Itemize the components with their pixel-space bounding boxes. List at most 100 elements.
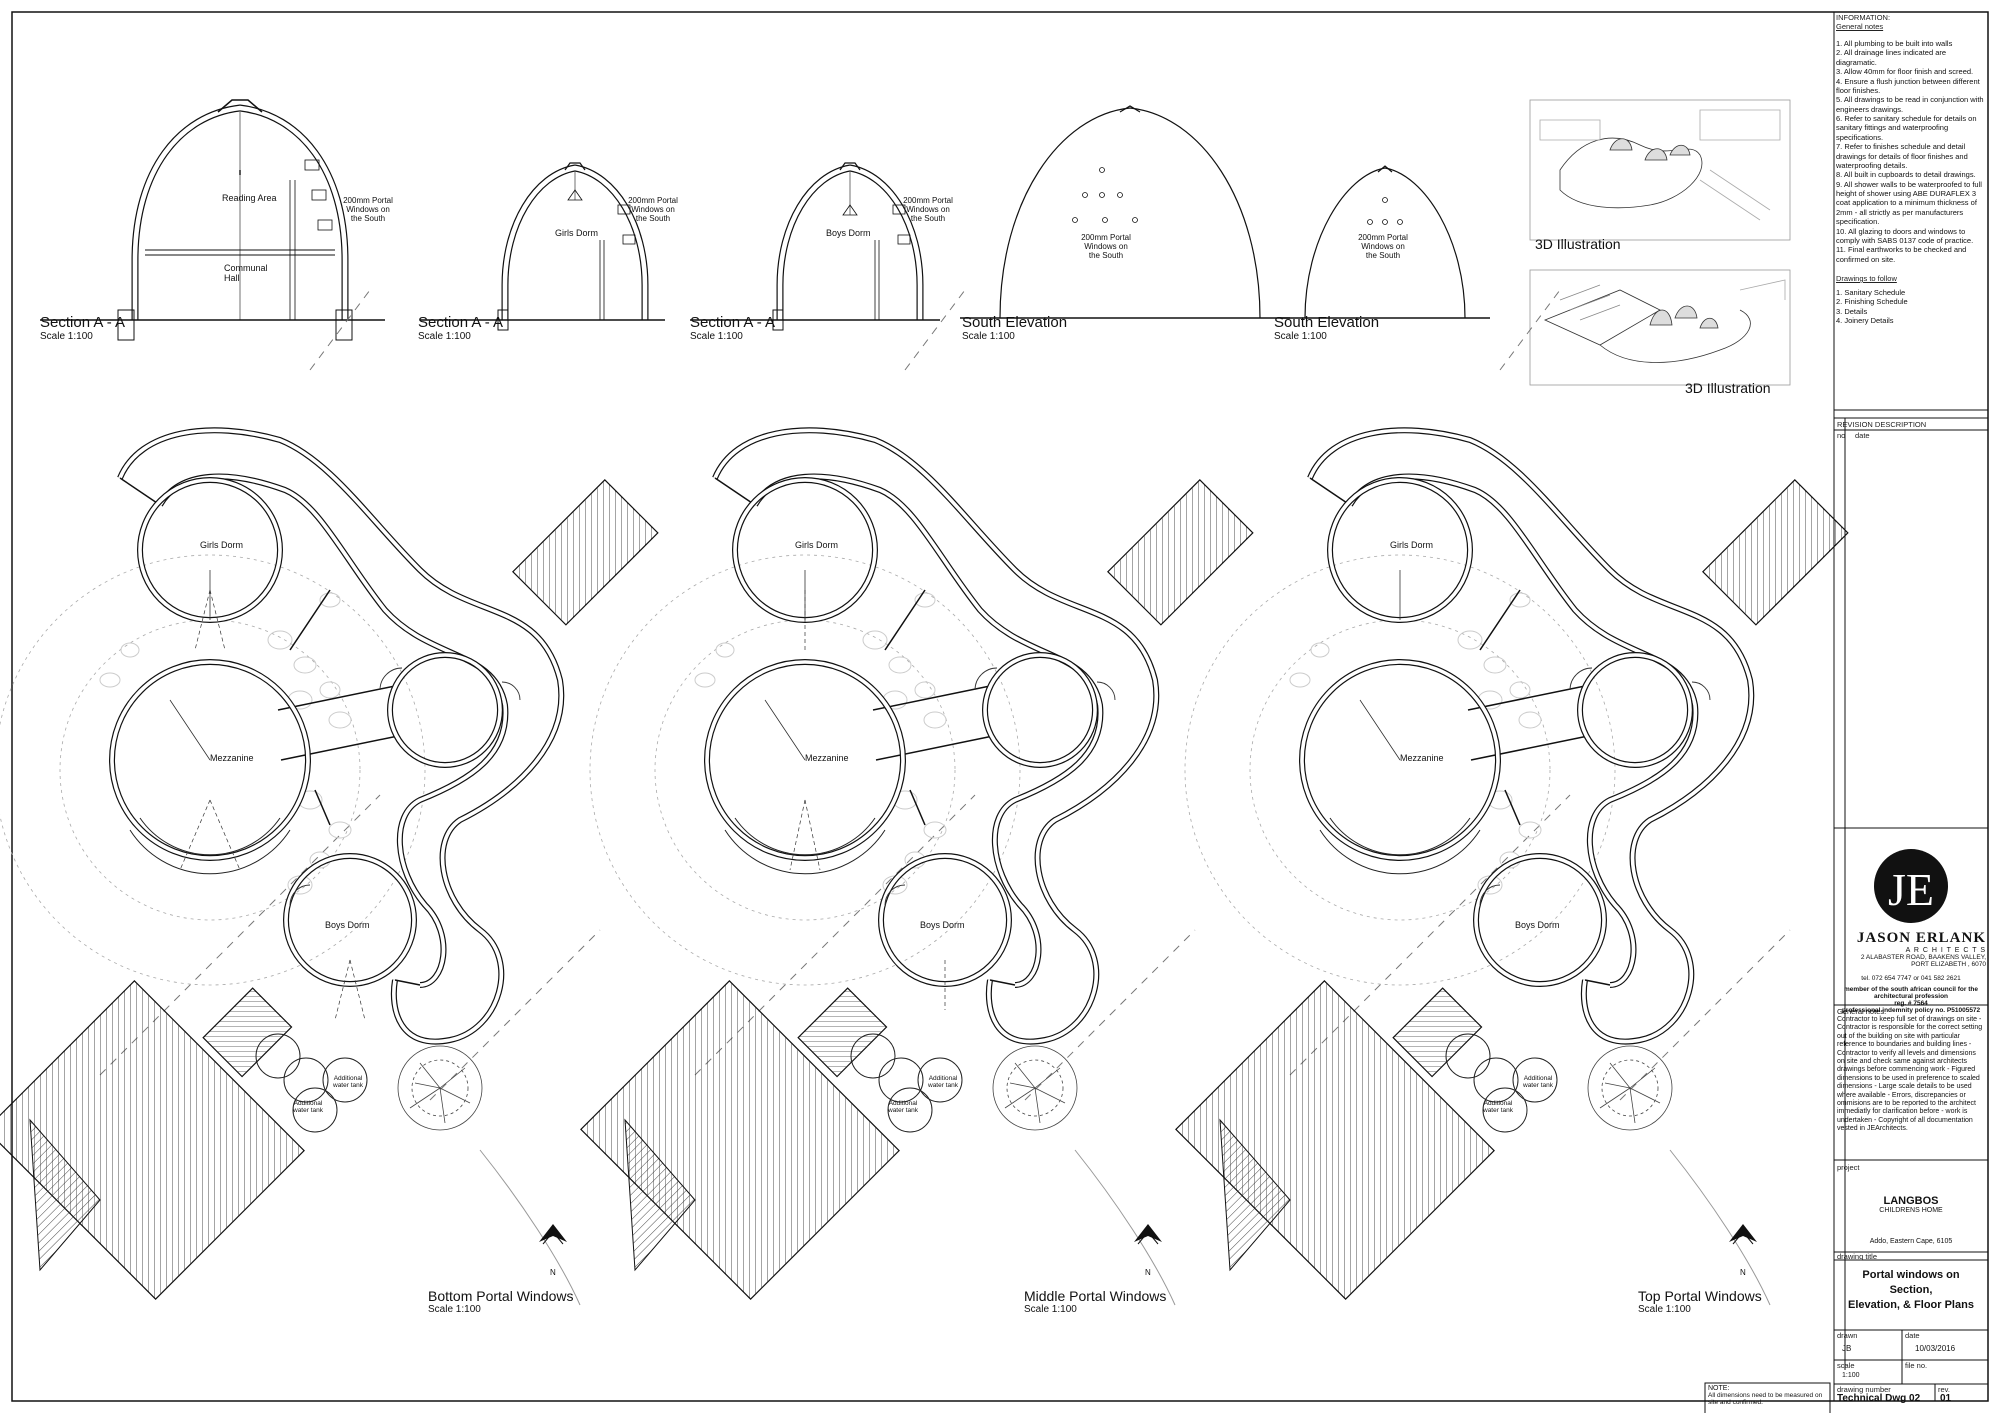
elevation-scale: Scale 1:100 — [962, 331, 1015, 342]
plan-boys-dorm: Boys Dorm — [1515, 920, 1560, 930]
plan-water-tank: Additional water tank — [1483, 1100, 1513, 1115]
date-cap: date — [1905, 1331, 1920, 1340]
revision-heading: REVISION DESCRIPTION — [1837, 420, 1927, 429]
section-scale: Scale 1:100 — [690, 331, 743, 342]
elevation-scale: Scale 1:100 — [1274, 331, 1327, 342]
north-label: N — [550, 1268, 556, 1277]
rev-cap: rev. — [1938, 1385, 1950, 1394]
firm-name: JASON ERLANK — [1856, 930, 1986, 946]
north-label: N — [1145, 1268, 1151, 1277]
project-location: Addo, Eastern Cape, 6105 — [1869, 1238, 1953, 1245]
plan-mezzanine: Mezzanine — [210, 753, 254, 763]
drawing-title-line: Portal windows on — [1862, 1269, 1960, 1281]
plan-water-tank: Additional water tank — [293, 1100, 323, 1115]
rev-value: 01 — [1940, 1393, 1952, 1404]
general-notes-heading: General notes: — [1837, 1007, 1887, 1016]
revision-date-header: date — [1855, 431, 1870, 440]
firm-reg: reg. # 7564 — [1894, 1000, 1928, 1007]
portal-windows-label: 200mm Portal Windows on the South — [1358, 233, 1408, 261]
plan-title: Bottom Portal Windows — [428, 1288, 574, 1304]
section-title: Section A - A — [40, 314, 126, 331]
plan-mezzanine: Mezzanine — [1400, 753, 1444, 763]
plan-water-tank: Additional water tank — [928, 1075, 958, 1090]
note-item: 8. All built in cupboards to detail draw… — [1836, 170, 1976, 180]
plan-scale: Scale 1:100 — [1638, 1304, 1691, 1315]
note-box: NOTE: All dimensions need to be measured… — [1708, 1385, 1828, 1407]
drawing-title-line: Section, — [1889, 1283, 1933, 1296]
follow-item: 2. Finishing Schedule — [1836, 297, 1908, 307]
file-cap: file no. — [1905, 1361, 1928, 1370]
elevation-title: South Elevation — [962, 314, 1068, 331]
follow-list: 1. Sanitary Schedule 2. Finishing Schedu… — [1836, 288, 1986, 326]
elevation-2-caption: South Elevation Scale 1:100 — [1274, 314, 1379, 342]
note-item: 9. All shower walls to be waterproofed t… — [1836, 179, 1982, 227]
plan-boys-dorm: Boys Dorm — [920, 920, 965, 930]
firm-tel: tel. 072 654 7747 or 041 582 2621 — [1861, 975, 1961, 982]
follow-item: 1. Sanitary Schedule — [1836, 288, 1906, 297]
note-item: 10. All glazing to doors and windows to … — [1836, 226, 1974, 245]
note-item: 6. Refer to sanitary schedule for detail… — [1836, 114, 1977, 142]
logo-mark — [1874, 849, 1948, 923]
plan-1-caption: Bottom Portal Windows Scale 1:100 — [428, 1288, 574, 1315]
note-item: 4. Ensure a flush junction between diffe… — [1836, 76, 1980, 95]
section-scale: Scale 1:100 — [40, 331, 93, 342]
plan-water-tank: Additional water tank — [1523, 1075, 1553, 1090]
north-label: N — [1740, 1268, 1746, 1277]
drawn-value: JB — [1842, 1344, 1852, 1353]
plan-2-caption: Middle Portal Windows Scale 1:100 — [1024, 1288, 1166, 1315]
plan-title: Top Portal Windows — [1638, 1288, 1762, 1304]
plan-girls-dorm: Girls Dorm — [795, 540, 838, 550]
project-block: LANGBOS CHILDRENS HOME — [1836, 1195, 1986, 1214]
drawing-title-line: Elevation, & Floor Plans — [1848, 1298, 1974, 1311]
section-title: Section A - A — [418, 314, 504, 331]
info-heading: INFORMATION: — [1836, 13, 1891, 22]
plan-scale: Scale 1:100 — [428, 1304, 481, 1315]
project-name: LANGBOS — [1883, 1195, 1939, 1207]
boys-dorm-label: Boys Dorm — [826, 228, 871, 238]
plan-girls-dorm: Girls Dorm — [1390, 540, 1433, 550]
plan-water-tank: Additional water tank — [333, 1075, 363, 1090]
portal-windows-label: 200mm Portal Windows on the South — [343, 196, 393, 224]
note-item: 2. All drainage lines indicated are diag… — [1836, 48, 1947, 67]
note-item: 1. All plumbing to be built into walls — [1836, 39, 1953, 48]
drawing-number: Technical Dwg 02 — [1837, 1393, 1921, 1404]
project-sub: CHILDRENS HOME — [1879, 1207, 1943, 1214]
section-2-caption: Section A - A Scale 1:100 — [418, 314, 503, 342]
date-value: 10/03/2016 — [1915, 1344, 1956, 1353]
elevation-1-caption: South Elevation Scale 1:100 — [962, 314, 1067, 342]
follow-heading: Drawings to follow — [1836, 274, 1897, 283]
info-panel: INFORMATION: General notes 1. All plumbi… — [1836, 13, 1986, 326]
girls-dorm-label: Girls Dorm — [555, 228, 598, 238]
reading-area-label: Reading Area — [222, 193, 277, 203]
project-cap: project — [1837, 1163, 1860, 1172]
firm-address-2: PORT ELIZABETH , 6070 — [1911, 961, 1986, 968]
scale-value: 1:100 — [1842, 1372, 1860, 1379]
general-notes-text: Contractor to keep full set of drawings … — [1837, 1016, 1983, 1133]
revision-no-header: no — [1837, 431, 1846, 440]
scale-cap: scale — [1837, 1361, 1855, 1370]
communal-hall-label: Communal Hall — [224, 263, 268, 284]
firm-block: JASON ERLANK A R C H I T E C T S 2 ALABA… — [1836, 930, 1986, 968]
section-1-caption: Section A - A Scale 1:100 — [40, 314, 125, 342]
note-item: 5. All drawings to be read in conjunctio… — [1836, 95, 1984, 114]
note-item: 11. Final earthworks to be checked and c… — [1836, 245, 1967, 264]
firm-sub: A R C H I T E C T S — [1905, 947, 1986, 954]
portal-windows-label: 200mm Portal Windows on the South — [1081, 233, 1131, 261]
illustration-2-title: 3D Illustration — [1685, 380, 1771, 396]
section-3-caption: Section A - A Scale 1:100 — [690, 314, 775, 342]
plan-girls-dorm: Girls Dorm — [200, 540, 243, 550]
info-notes: 1. All plumbing to be built into walls 2… — [1836, 39, 1986, 264]
plan-boys-dorm: Boys Dorm — [325, 920, 370, 930]
plan-water-tank: Additional water tank — [888, 1100, 918, 1115]
note-text: All dimensions need to be measured on si… — [1708, 1392, 1823, 1407]
firm-member-2: architectural profession — [1873, 993, 1949, 1000]
illustration-1-title: 3D Illustration — [1535, 236, 1621, 252]
portal-windows-label: 200mm Portal Windows on the South — [628, 196, 678, 224]
info-subheading: General notes — [1836, 22, 1884, 31]
section-scale: Scale 1:100 — [418, 331, 471, 342]
plan-3-caption: Top Portal Windows Scale 1:100 — [1638, 1288, 1762, 1315]
note-item: 3. Allow 40mm for floor finish and scree… — [1836, 67, 1974, 77]
follow-item: 3. Details — [1836, 306, 1868, 316]
note-item: 7. Refer to finishes schedule and detail… — [1836, 142, 1968, 170]
